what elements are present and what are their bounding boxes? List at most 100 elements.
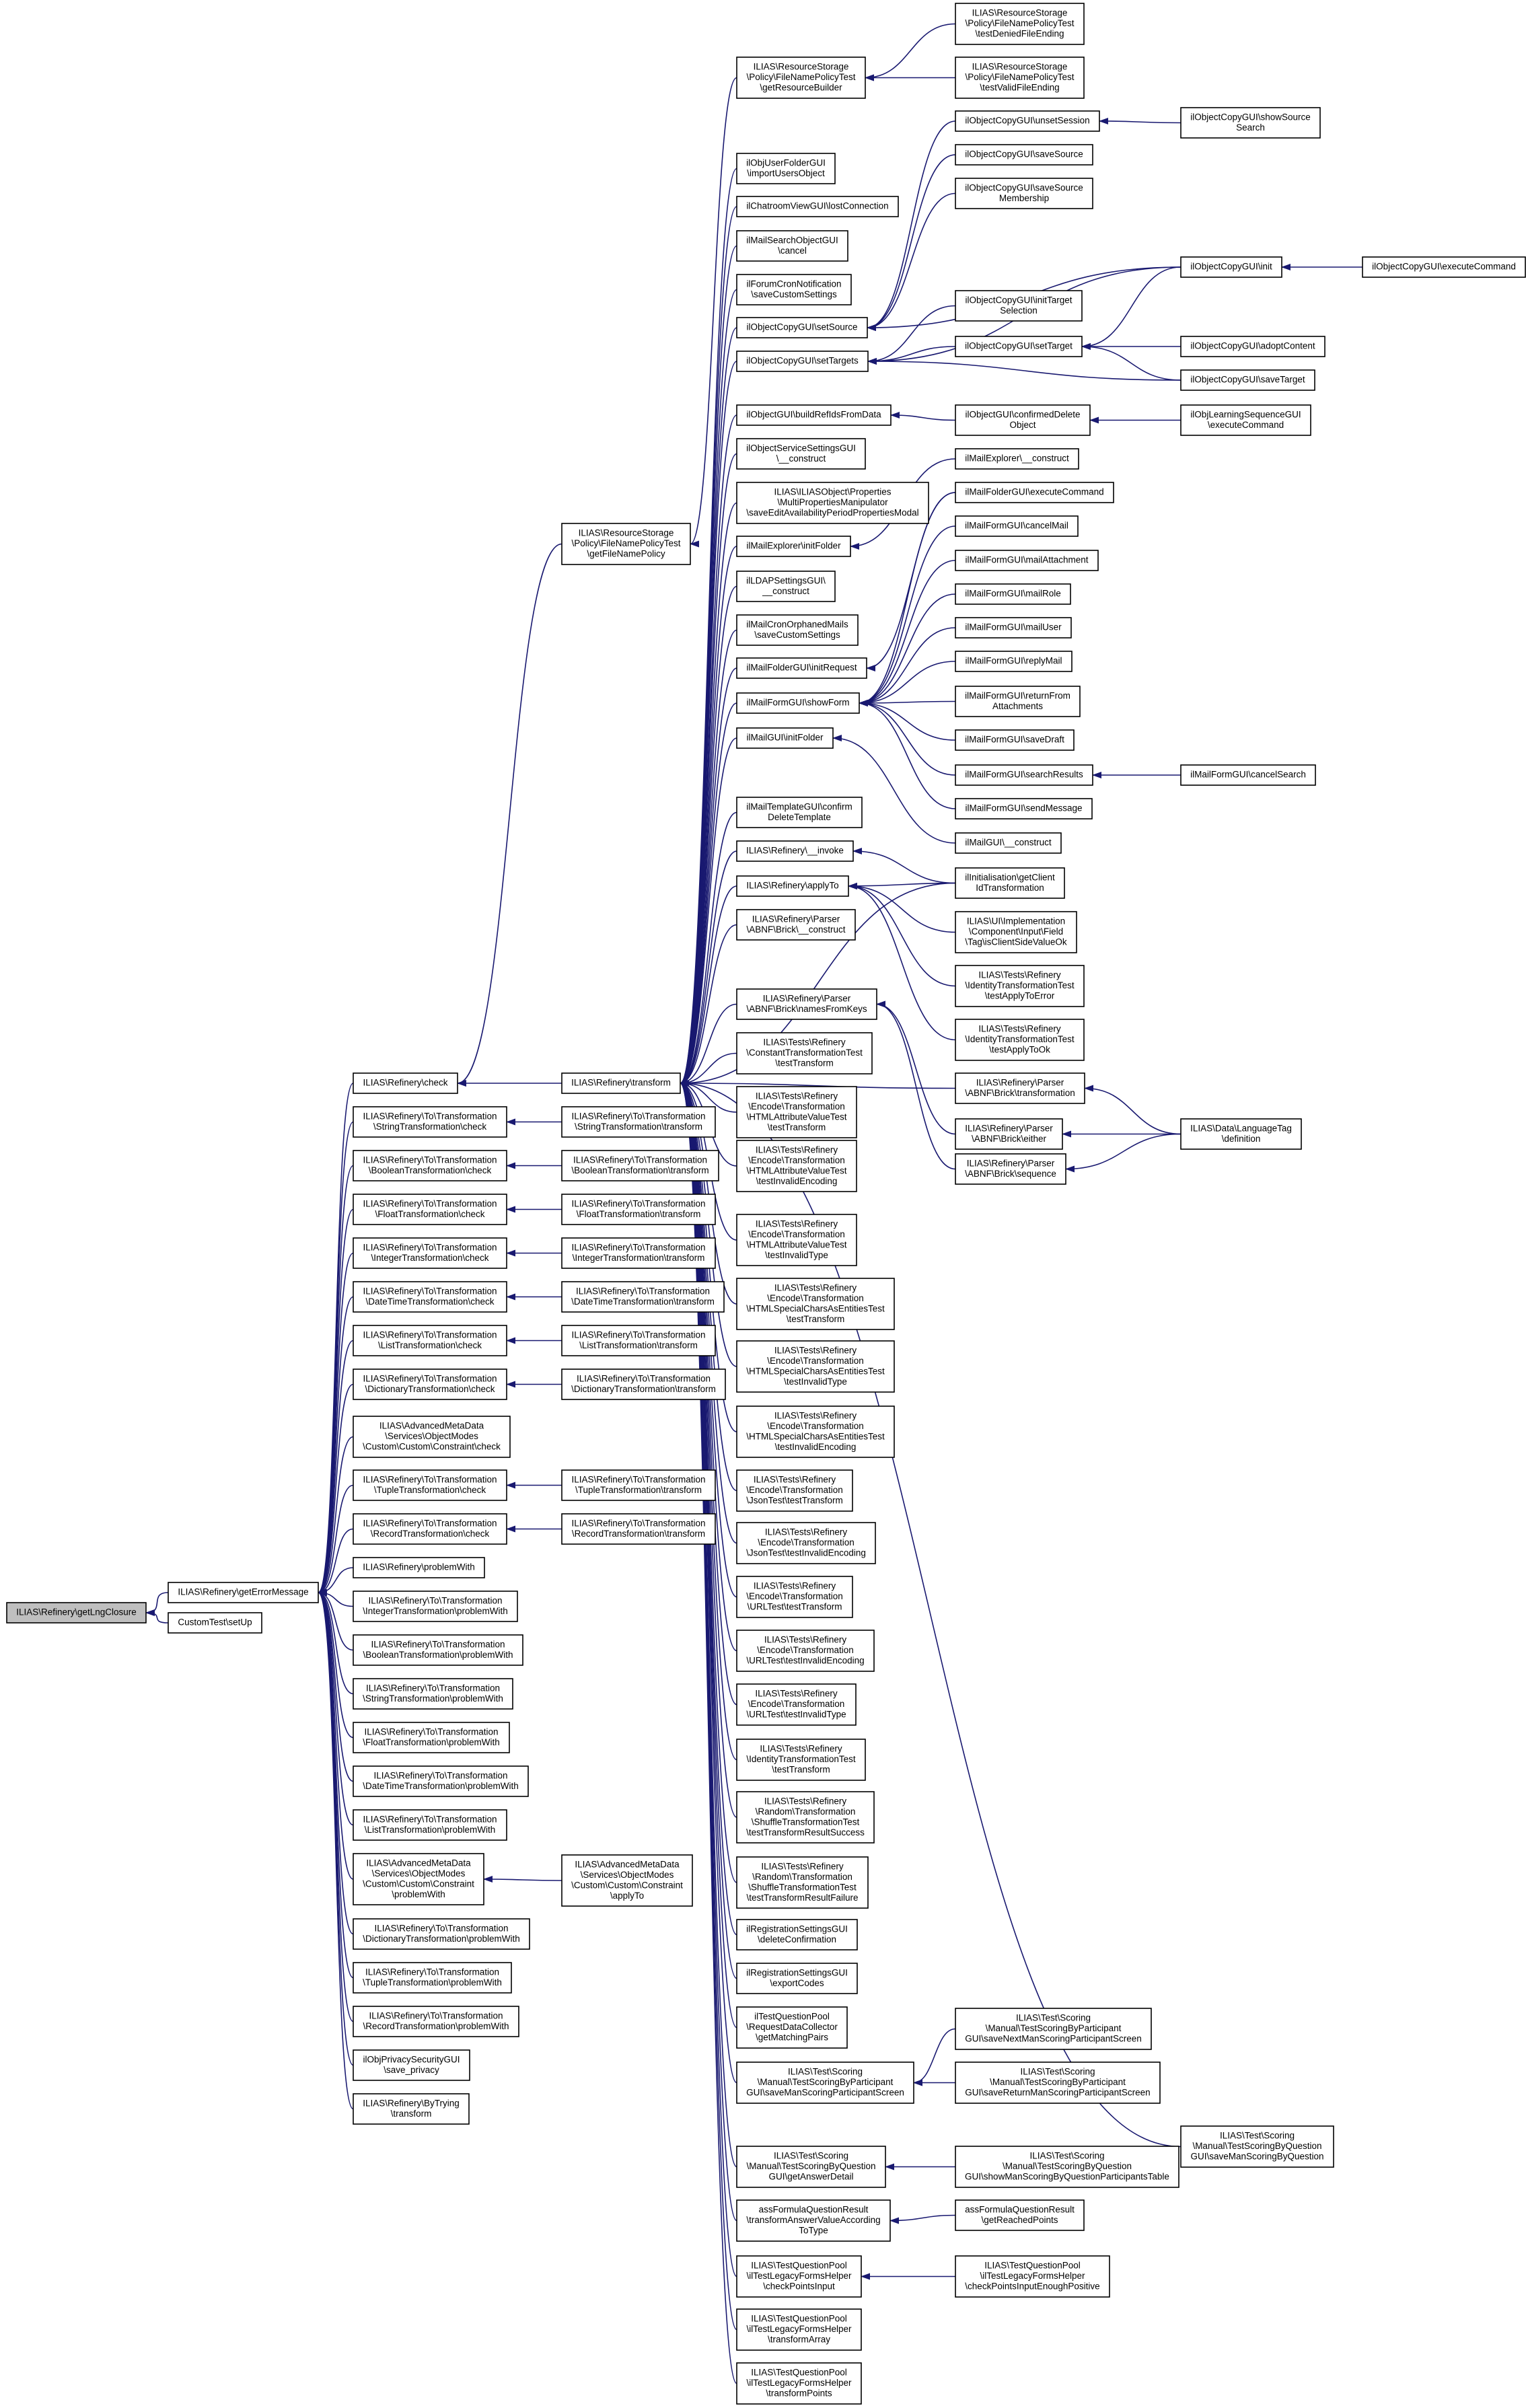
node-listPW[interactable]: ILIAS\Refinery\To\Transformation\ListTra… xyxy=(353,1809,507,1841)
node-transform[interactable]: ILIAS\Refinery\transform xyxy=(561,1072,681,1094)
node-replyMail[interactable]: ilMailFormGUI\replyMail xyxy=(955,651,1073,672)
node-regDelete[interactable]: ilRegistrationSettingsGUI\deleteConfirma… xyxy=(736,1919,858,1950)
node-htmlAttr3[interactable]: ILIAS\Tests\Refinery\Encode\Transformati… xyxy=(736,1214,857,1266)
node-legacy3[interactable]: ILIAS\TestQuestionPool\ilTestLegacyForms… xyxy=(736,2362,862,2405)
node-mailExplorerConstruct[interactable]: ilMailExplorer\__construct xyxy=(955,448,1079,470)
node-getErrorMessage[interactable]: ILIAS\Refinery\getErrorMessage xyxy=(168,1582,319,1603)
node-namesFromKeys[interactable]: ILIAS\Refinery\Parser\ABNF\Brick\namesFr… xyxy=(736,988,877,1020)
node-dictTr[interactable]: ILIAS\Refinery\To\Transformation\Diction… xyxy=(561,1369,726,1400)
node-mailExplorerInit[interactable]: ilMailExplorer\initFolder xyxy=(736,536,851,557)
node-cancelSearch[interactable]: ilMailFormGUI\cancelSearch xyxy=(1180,764,1316,786)
node-abnfSequence[interactable]: ILIAS\Refinery\Parser\ABNF\Brick\sequenc… xyxy=(955,1153,1066,1185)
node-boolCheck[interactable]: ILIAS\Refinery\To\Transformation\Boolean… xyxy=(353,1150,507,1181)
node-mailCronOrph[interactable]: ilMailCronOrphanedMails\saveCustomSettin… xyxy=(736,614,859,646)
node-dictPW[interactable]: ILIAS\Refinery\To\Transformation\Diction… xyxy=(353,1918,530,1950)
node-htmlSpec1[interactable]: ILIAS\Tests\Refinery\Encode\Transformati… xyxy=(736,1278,895,1330)
node-showManScoring[interactable]: ILIAS\Test\Scoring\Manual\TestScoringByQ… xyxy=(955,2146,1179,2188)
node-legacy1[interactable]: ILIAS\TestQuestionPool\ilTestLegacyForms… xyxy=(736,2255,862,2298)
node-strCheck[interactable]: ILIAS\Refinery\To\Transformation\StringT… xyxy=(353,1106,507,1138)
node-mailRole[interactable]: ilMailFormGUI\mailRole xyxy=(955,583,1071,605)
node-check[interactable]: ILIAS\Refinery\check xyxy=(353,1072,458,1094)
node-dtPW[interactable]: ILIAS\Refinery\To\Transformation\DateTim… xyxy=(353,1765,529,1797)
node-applyTo[interactable]: ILIAS\Refinery\applyTo xyxy=(736,875,849,897)
node-amdPW[interactable]: ILIAS\AdvancedMetaData\Services\ObjectMo… xyxy=(353,1853,484,1905)
node-htmlSpec2[interactable]: ILIAS\Tests\Refinery\Encode\Transformati… xyxy=(736,1340,895,1393)
node-legacy2[interactable]: ILIAS\TestQuestionPool\ilTestLegacyForms… xyxy=(736,2308,862,2351)
node-setTargets[interactable]: ilObjectCopyGUI\setTargets xyxy=(736,351,869,372)
node-abnfConstruct[interactable]: ILIAS\Refinery\Parser\ABNF\Brick\__const… xyxy=(736,909,856,941)
node-strPW[interactable]: ILIAS\Refinery\To\Transformation\StringT… xyxy=(353,1678,513,1710)
node-getClientId[interactable]: ilInitialisation\getClientIdTransformati… xyxy=(955,867,1065,899)
node-rsGetFileName[interactable]: ILIAS\ResourceStorage\Policy\FileNamePol… xyxy=(561,523,691,565)
node-rsValid[interactable]: ILIAS\ResourceStorage\Policy\FileNamePol… xyxy=(955,57,1085,99)
node-init[interactable]: ilObjectCopyGUI\init xyxy=(1180,256,1282,278)
node-mailFolderInitReq[interactable]: ilMailFolderGUI\initRequest xyxy=(736,657,867,679)
node-shuffle1[interactable]: ILIAS\Tests\Refinery\Random\Transformati… xyxy=(736,1791,875,1844)
node-setUp[interactable]: CustomTest\setUp xyxy=(168,1612,262,1634)
node-dictCheck[interactable]: ILIAS\Refinery\To\Transformation\Diction… xyxy=(353,1369,507,1400)
node-getReachedPoints[interactable]: assFormulaQuestionResult\getReachedPoint… xyxy=(955,2199,1085,2231)
node-invoke[interactable]: ILIAS\Refinery\__invoke xyxy=(736,840,854,862)
node-json1[interactable]: ILIAS\Tests\Refinery\Encode\Transformati… xyxy=(736,1469,853,1512)
node-mailFolderExec[interactable]: ilMailFolderGUI\executeCommand xyxy=(955,482,1114,503)
node-tqpMatching[interactable]: ilTestQuestionPool\RequestDataCollector\… xyxy=(736,2006,848,2049)
node-abnfEither[interactable]: ILIAS\Refinery\Parser\ABNF\Brick\either xyxy=(955,1118,1063,1150)
node-tupleTr[interactable]: ILIAS\Refinery\To\Transformation\TupleTr… xyxy=(561,1469,716,1501)
node-url2[interactable]: ILIAS\Tests\Refinery\Encode\Transformati… xyxy=(736,1630,875,1672)
node-recPW[interactable]: ILIAS\Refinery\To\Transformation\RecordT… xyxy=(353,2006,519,2037)
node-scoreQuestion[interactable]: ILIAS\Test\Scoring\Manual\TestScoringByQ… xyxy=(736,2146,886,2188)
node-assFormula[interactable]: assFormulaQuestionResult\transformAnswer… xyxy=(736,2199,891,2242)
node-abnfTransformation[interactable]: ILIAS\Refinery\Parser\ABNF\Brick\transfo… xyxy=(955,1072,1085,1104)
node-recTr[interactable]: ILIAS\Refinery\To\Transformation\RecordT… xyxy=(561,1513,716,1545)
node-mailSearchCancel[interactable]: ilMailSearchObjectGUI\cancel xyxy=(736,230,848,262)
node-regExport[interactable]: ilRegistrationSettingsGUI\exportCodes xyxy=(736,1963,858,1994)
node-rsDenied[interactable]: ILIAS\ResourceStorage\Policy\FileNamePol… xyxy=(955,3,1085,45)
node-htmlAttr2[interactable]: ILIAS\Tests\Refinery\Encode\Transformati… xyxy=(736,1140,857,1192)
node-dtCheck[interactable]: ILIAS\Refinery\To\Transformation\DateTim… xyxy=(353,1281,507,1313)
node-dtTr[interactable]: ILIAS\Refinery\To\Transformation\DateTim… xyxy=(561,1281,725,1313)
node-tagClientSide[interactable]: ILIAS\UI\Implementation\Component\Input\… xyxy=(955,911,1077,953)
node-identTest[interactable]: ILIAS\Tests\Refinery\IdentityTransformat… xyxy=(736,1739,866,1781)
node-url3[interactable]: ILIAS\Tests\Refinery\Encode\Transformati… xyxy=(736,1683,857,1726)
node-intCheck[interactable]: ILIAS\Refinery\To\Transformation\Integer… xyxy=(353,1237,507,1269)
node-scorePart[interactable]: ILIAS\Test\Scoring\Manual\TestScoringByP… xyxy=(736,2062,914,2104)
node-languageTag[interactable]: ILIAS\Data\LanguageTag\definition xyxy=(1180,1118,1302,1150)
node-problemWith[interactable]: ILIAS\Refinery\problemWith xyxy=(353,1557,485,1578)
node-mailAttachment[interactable]: ilMailFormGUI\mailAttachment xyxy=(955,550,1099,571)
node-amdApply[interactable]: ILIAS\AdvancedMetaData\Services\ObjectMo… xyxy=(561,1854,693,1907)
node-byTrying[interactable]: ILIAS\Refinery\ByTrying\transform xyxy=(353,2093,470,2125)
node-shuffle2[interactable]: ILIAS\Tests\Refinery\Random\Transformati… xyxy=(736,1856,869,1909)
node-floatCheck[interactable]: ILIAS\Refinery\To\Transformation\FloatTr… xyxy=(353,1194,507,1225)
node-boolTr[interactable]: ILIAS\Refinery\To\Transformation\Boolean… xyxy=(561,1150,719,1181)
node-identApplyOk[interactable]: ILIAS\Tests\Refinery\IdentityTransformat… xyxy=(955,1019,1085,1061)
node-buildRefIds[interactable]: ilObjectGUI\buildRefIdsFromData xyxy=(736,404,892,426)
node-cancelMail[interactable]: ilMailFormGUI\cancelMail xyxy=(955,515,1079,537)
node-amdCheck[interactable]: ILIAS\AdvancedMetaData\Services\ObjectMo… xyxy=(353,1416,511,1458)
node-constTest[interactable]: ILIAS\Tests\Refinery\ConstantTransformat… xyxy=(736,1032,873,1074)
node-ldap[interactable]: ilLDAPSettingsGUI\__construct xyxy=(736,571,836,602)
node-setSource[interactable]: ilObjectCopyGUI\setSource xyxy=(736,317,868,338)
node-searchResults[interactable]: ilMailFormGUI\searchResults xyxy=(955,764,1093,786)
node-scoreReturn[interactable]: ILIAS\Test\Scoring\Manual\TestScoringByP… xyxy=(955,2062,1161,2104)
node-boolPW[interactable]: ILIAS\Refinery\To\Transformation\Boolean… xyxy=(353,1634,523,1666)
node-saveDraft[interactable]: ilMailFormGUI\saveDraft xyxy=(955,729,1075,751)
node-intPW[interactable]: ILIAS\Refinery\To\Transformation\Integer… xyxy=(353,1591,518,1622)
node-serviceSettings[interactable]: ilObjectServiceSettingsGUI\__construct xyxy=(736,438,866,470)
node-saveSource[interactable]: ilObjectCopyGUI\saveSource xyxy=(955,144,1093,166)
node-mailInitFolder[interactable]: ilMailGUI\initFolder xyxy=(736,727,834,749)
node-floatTr[interactable]: ILIAS\Refinery\To\Transformation\FloatTr… xyxy=(561,1194,716,1225)
node-executeCommand[interactable]: ilObjectCopyGUI\executeCommand xyxy=(1362,256,1526,278)
node-unsetSession[interactable]: ilObjectCopyGUI\unsetSession xyxy=(955,110,1100,132)
node-chatroom[interactable]: ilChatroomViewGUI\lostConnection xyxy=(736,196,899,217)
node-mailGUIConstruct[interactable]: ilMailGUI\__construct xyxy=(955,832,1062,854)
node-url1[interactable]: ILIAS\Tests\Refinery\Encode\Transformati… xyxy=(736,1576,853,1618)
node-listTr[interactable]: ILIAS\Refinery\To\Transformation\ListTra… xyxy=(561,1325,716,1356)
node-adoptContent[interactable]: ilObjectCopyGUI\adoptContent xyxy=(1180,336,1325,357)
node-userFolder[interactable]: ilObjUserFolderGUI\importUsersObject xyxy=(736,153,836,184)
node-identApplyErr[interactable]: ILIAS\Tests\Refinery\IdentityTransformat… xyxy=(955,965,1085,1007)
node-tuplePW[interactable]: ILIAS\Refinery\To\Transformation\TupleTr… xyxy=(353,1962,512,1994)
